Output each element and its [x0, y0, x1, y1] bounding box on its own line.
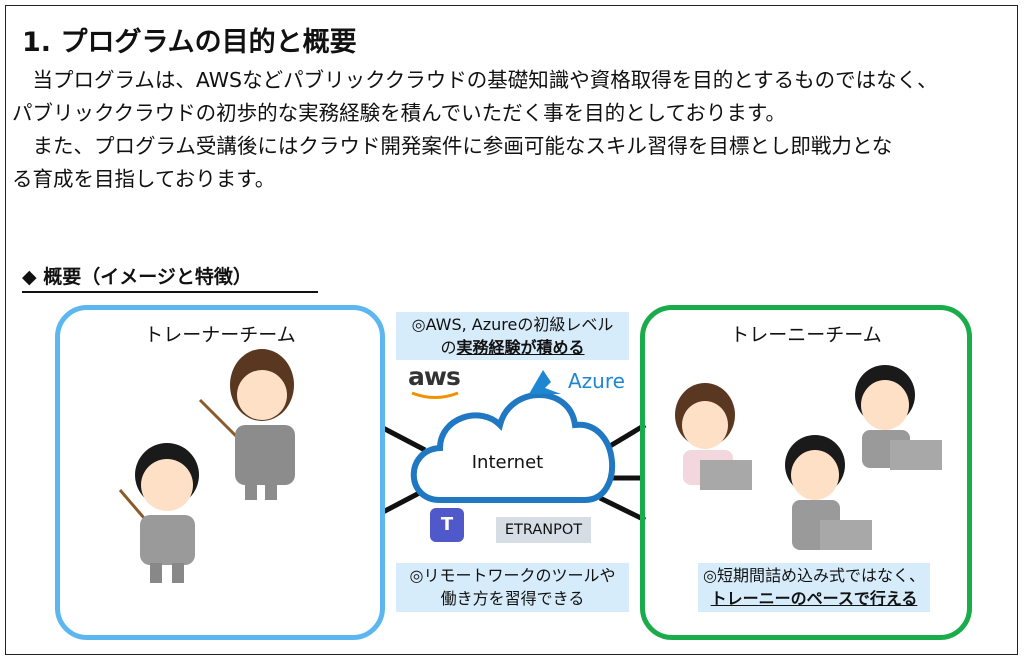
- male-trainee-illustration: [855, 365, 942, 470]
- aws-logo: aws: [408, 362, 461, 391]
- paragraph-line: また、プログラム受講後にはクラウド開発案件に参画可能なスキル習得を目標とし即戦力…: [12, 134, 893, 158]
- male-trainer-illustration: [118, 443, 199, 583]
- section-heading: ◆ 概要（イメージと特徴）: [22, 262, 318, 293]
- page-title: 1. プログラムの目的と概要: [22, 27, 357, 58]
- trainee-team-label: トレーニーチーム: [730, 324, 882, 346]
- aws-smile-icon: [411, 391, 459, 399]
- cloud-icon: [410, 392, 616, 503]
- female-trainer-illustration: [198, 349, 295, 500]
- callout-line: ◎リモートワークのツールや: [409, 566, 616, 585]
- trainee-team-box: トレーニーチーム: [640, 305, 972, 640]
- trainer-team-label: トレーナーチーム: [144, 324, 296, 346]
- callout-line: ◎AWS, Azureの初級レベル: [411, 315, 614, 334]
- callout-line: ◎短期間詰め込み式ではなく、: [703, 566, 925, 585]
- azure-logo: Azure: [568, 369, 625, 393]
- slide-frame: [5, 5, 1018, 655]
- teams-icon: T: [430, 508, 464, 542]
- female-trainee-illustration: [675, 383, 752, 490]
- callout-emphasis: 実務経験が積める: [456, 338, 585, 357]
- male-trainee-illustration: [785, 435, 872, 550]
- callout-line: 働き方を習得できる: [440, 589, 585, 608]
- callout-emphasis: トレーニーのペースで行える: [710, 589, 918, 608]
- callout-line: の: [440, 338, 457, 357]
- callout-remote-work: ◎リモートワークのツールや 働き方を習得できる: [396, 563, 629, 612]
- etranpot-label: ETRANPOT: [496, 517, 591, 543]
- cloud-label: Internet: [471, 452, 544, 473]
- paragraph-line: 当プログラムは、AWSなどパブリッククラウドの基礎知識や資格取得を目的とするもの…: [12, 68, 938, 92]
- callout-aws-azure: ◎AWS, Azureの初級レベル の実務経験が積める: [396, 312, 629, 360]
- azure-icon: [529, 370, 561, 394]
- paragraph-line: る育成を目指しております。: [12, 167, 276, 191]
- callout-own-pace: ◎短期間詰め込み式ではなく、 トレーニーのペースで行える: [698, 563, 930, 612]
- paragraph-line: パブリッククラウドの初歩的な実務経験を積んでいただく事を目的としております。: [12, 101, 786, 125]
- trainer-team-box: トレーナーチーム: [55, 305, 385, 640]
